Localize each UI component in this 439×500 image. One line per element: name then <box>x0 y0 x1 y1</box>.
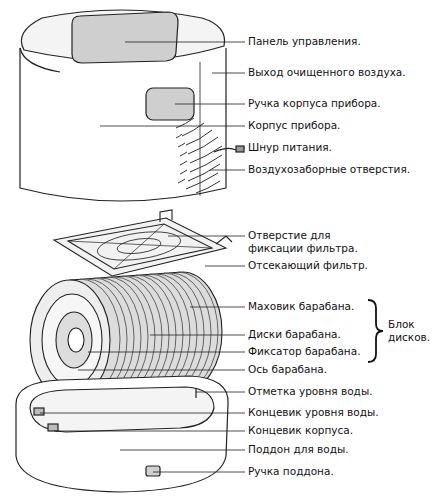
filter-inner <box>68 224 212 269</box>
leader-line <box>153 472 245 473</box>
leader-line <box>175 104 245 105</box>
filter-ring <box>116 236 162 256</box>
leader-line <box>212 73 245 74</box>
drum-flywheel-ring <box>42 294 102 386</box>
part-label: Шнур питания. <box>248 141 433 154</box>
tray-rim <box>30 387 214 432</box>
leader-line <box>88 352 245 353</box>
leader-line <box>190 307 245 308</box>
part-label: Корпус прибора. <box>248 119 433 132</box>
part-label: Выход очищенного воздуха. <box>248 66 433 79</box>
filter-cross <box>68 224 212 269</box>
part-label: Концевик уровня воды. <box>248 406 433 419</box>
filter-tab <box>160 210 172 222</box>
drum-axis <box>68 328 84 352</box>
part-label: Отсекающий фильтр. <box>248 259 433 272</box>
leader-line <box>40 413 245 414</box>
leader-line <box>168 236 245 237</box>
tray-handle <box>146 466 160 476</box>
housing-edge <box>20 48 60 72</box>
housing-switch <box>48 424 58 431</box>
vent-slots <box>176 118 222 193</box>
part-label: Поддон для воды. <box>248 443 433 456</box>
water-level-mark <box>195 388 196 398</box>
part-label: Ось барабана. <box>248 363 368 376</box>
leader-line <box>205 266 245 267</box>
tray-body <box>16 376 228 492</box>
part-label: Отверстие для фиксации фильтра. <box>248 229 388 255</box>
cord-plug <box>236 146 244 152</box>
filter-tab <box>216 236 232 244</box>
drum-lock <box>56 312 92 368</box>
part-label: Фиксатор барабана. <box>248 345 368 358</box>
part-label: Блок дисков. <box>388 318 436 344</box>
leader-line <box>125 42 245 43</box>
part-label: Ручка корпуса прибора. <box>248 97 433 110</box>
leader-line <box>244 148 245 149</box>
housing-body <box>20 48 226 201</box>
housing <box>20 10 226 201</box>
cord-wire <box>214 148 236 152</box>
power-cord <box>214 146 244 152</box>
part-label: Панель управления. <box>248 35 433 48</box>
part-label: Диски барабана. <box>248 328 368 341</box>
leader-line <box>210 170 245 171</box>
leader-line <box>196 392 245 393</box>
control-panel <box>72 12 178 63</box>
part-label: Воздухозаборные отверстия. <box>248 163 433 176</box>
leader-line <box>54 431 245 432</box>
part-label: Отметка уровня воды. <box>248 385 433 398</box>
filter-frame <box>54 218 226 276</box>
part-label: Концевик корпуса. <box>248 424 433 437</box>
group-brace <box>368 300 383 362</box>
leader-line <box>150 335 245 336</box>
air-intake-vents <box>176 118 222 193</box>
leader-line <box>120 450 245 451</box>
part-label: Маховик барабана. <box>248 300 368 313</box>
water-level-switch <box>34 408 44 415</box>
water-tray <box>16 376 228 492</box>
filter-ring <box>96 227 183 264</box>
part-label: Ручка поддона. <box>248 465 433 478</box>
leader-lines <box>40 42 245 472</box>
leader-line <box>78 370 245 371</box>
leader-line <box>100 126 245 127</box>
